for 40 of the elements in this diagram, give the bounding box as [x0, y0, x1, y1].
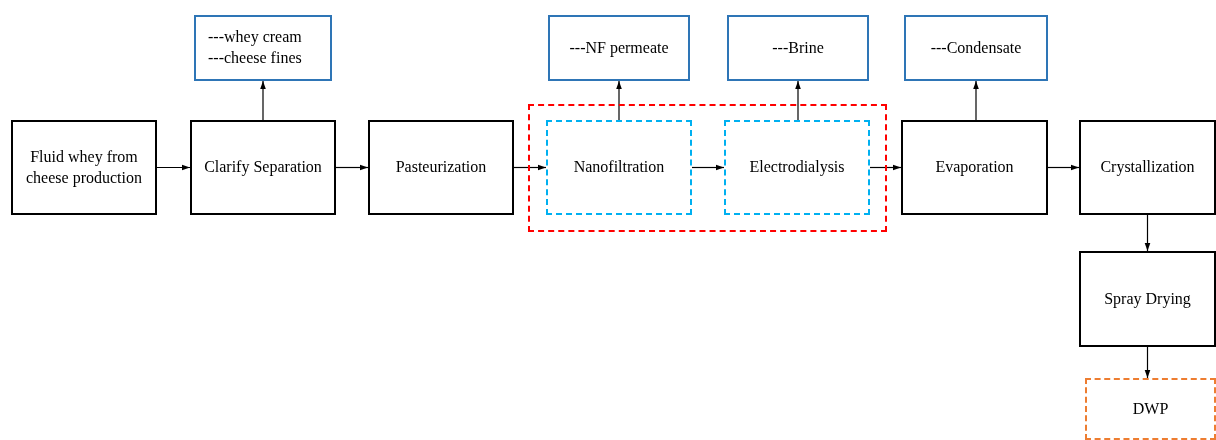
- group-box: [528, 104, 887, 232]
- output-box: [548, 15, 690, 81]
- process-box: [368, 120, 514, 215]
- arrow: [691, 164, 725, 171]
- step-label: Nanofiltration: [573, 157, 665, 178]
- step-label: ---Condensate: [930, 37, 1022, 58]
- process-box: [901, 120, 1048, 215]
- process-box: [546, 120, 692, 215]
- output-box: [727, 15, 869, 81]
- arrow: [973, 80, 979, 121]
- step-label: Pasteurization: [395, 157, 487, 178]
- step-label: DWP: [1132, 398, 1169, 419]
- process-box: [1085, 378, 1216, 440]
- arrow: [869, 164, 902, 171]
- arrow: [513, 164, 547, 171]
- arrow: [335, 164, 369, 171]
- arrow: [156, 164, 191, 171]
- step-label: ---whey cream: [208, 27, 302, 48]
- output-box: [194, 15, 332, 81]
- step-label: Evaporation: [935, 157, 1014, 178]
- output-box: [904, 15, 1048, 81]
- step-label: ---Brine: [772, 37, 824, 58]
- arrow: [1144, 346, 1151, 379]
- arrow: [1144, 214, 1151, 252]
- step-label: ---NF permeate: [569, 37, 669, 59]
- process-box: [724, 120, 870, 215]
- process-box: [190, 120, 336, 215]
- step-label: Electrodialysis: [749, 157, 845, 178]
- arrow: [616, 80, 622, 121]
- step-label: Spray Drying: [1104, 288, 1191, 310]
- process-box: [1079, 251, 1216, 347]
- process-box: [11, 120, 157, 215]
- step-label: Crystallization: [1100, 157, 1195, 178]
- arrow: [795, 80, 801, 121]
- arrow: [1047, 164, 1080, 171]
- process-box: [1079, 120, 1216, 215]
- step-label: Fluid whey from cheese production: [25, 146, 143, 189]
- arrow: [260, 80, 266, 121]
- step-label: ---cheese fines: [208, 48, 302, 68]
- step-label: Clarify Separation: [204, 157, 322, 178]
